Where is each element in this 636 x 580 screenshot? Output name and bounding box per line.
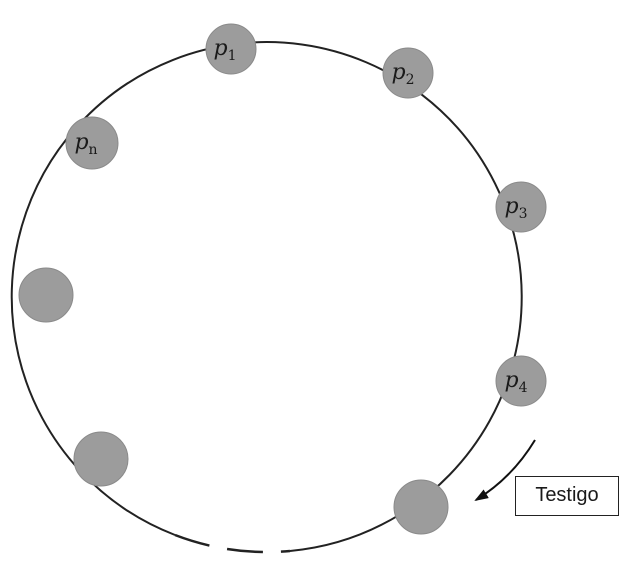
node-circle: [73, 431, 129, 487]
node-p2: p2: [382, 47, 434, 99]
svg-text:pn: pn: [74, 130, 97, 158]
svg-text:p4: p4: [504, 368, 527, 396]
node-label-base: p: [504, 368, 518, 393]
svg-text:p3: p3: [504, 194, 527, 222]
node-circle: [393, 479, 449, 535]
node-circle: [382, 47, 434, 99]
node-unlabeled-left: [18, 267, 74, 323]
node-label-sub: 3: [519, 206, 528, 222]
node-label-sub: 1: [228, 48, 237, 64]
node-label-sub: n: [89, 142, 98, 158]
node-p3: p3: [495, 181, 547, 233]
node-label-base: p: [504, 194, 518, 219]
svg-text:p2: p2: [391, 60, 414, 88]
node-unlabeled-bottom-left: [73, 431, 129, 487]
node-circle: [18, 267, 74, 323]
node-pn: pn: [65, 116, 119, 170]
ring-solid-arc: [10, 41, 523, 552]
node-label-base: p: [391, 60, 405, 85]
curved-arrow-icon: [474, 439, 536, 502]
node-label-sub: 4: [519, 380, 528, 396]
node-label-base: p: [213, 36, 227, 61]
token-label: Testigo: [515, 476, 619, 516]
node-unlabeled-bottom-right: [393, 479, 449, 535]
svg-text:p1: p1: [213, 36, 236, 64]
node-circle: [495, 181, 547, 233]
node-circle: [495, 355, 547, 407]
node-circle: [65, 116, 119, 170]
ring-dashed-gap: [174, 533, 291, 554]
node-p4: p4: [495, 355, 547, 407]
node-circle: [205, 23, 257, 75]
node-p1: p1: [205, 23, 257, 75]
node-label-sub: 2: [406, 72, 415, 88]
node-label-base: p: [74, 130, 88, 155]
